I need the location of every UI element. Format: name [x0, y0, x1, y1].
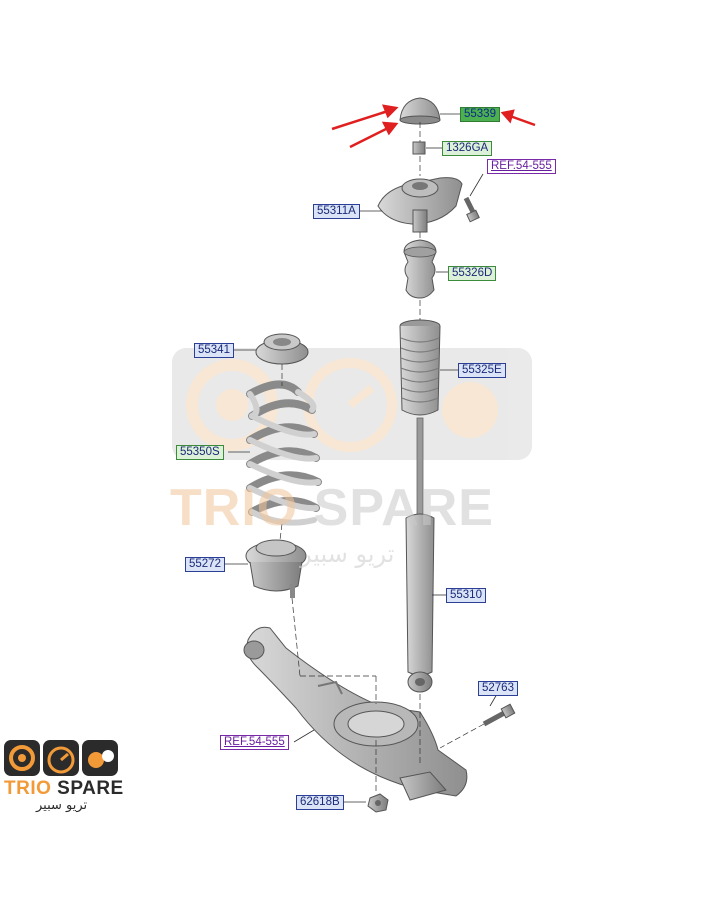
trio-spare-logo-icons [4, 740, 118, 776]
lower-spring-seat-part [245, 539, 307, 598]
red-arrows [331, 104, 536, 149]
shock-absorber-part [405, 417, 435, 693]
label-ref-bottom[interactable]: REF.54-555 [220, 735, 289, 750]
dust-boot-part [399, 319, 441, 416]
arm-bolt-part [482, 703, 516, 727]
nut-part [412, 141, 426, 155]
label-55326d[interactable]: 55326D [448, 266, 497, 281]
watermark-text: TRIO SPARE [170, 479, 494, 537]
leader-lines [224, 113, 498, 803]
strut-mount-part [377, 177, 463, 233]
label-55272[interactable]: 55272 [185, 557, 225, 572]
label-55325e[interactable]: 55325E [458, 363, 506, 378]
trio-spare-logo-arabic: تريو سبير [36, 798, 88, 813]
label-55339[interactable]: 55339 [460, 107, 500, 122]
label-55341[interactable]: 55341 [194, 343, 234, 358]
dust-cap-part [399, 97, 441, 125]
label-55311a[interactable]: 55311A [313, 204, 360, 219]
label-62618b[interactable]: 62618B [296, 795, 344, 810]
upper-spring-seat-part [255, 333, 309, 365]
mount-bolt-part [463, 196, 480, 223]
label-52763[interactable]: 52763 [478, 681, 518, 696]
label-ref-top[interactable]: REF.54-555 [487, 159, 556, 174]
bump-stop-part [403, 239, 437, 299]
watermark-arabic: تريو سبير [300, 540, 395, 568]
trio-spare-logo-text: TRIO SPARE [4, 778, 124, 799]
label-55310[interactable]: 55310 [446, 588, 486, 603]
label-1326ga[interactable]: 1326GA [442, 141, 493, 156]
arm-nut-part [367, 793, 389, 813]
lower-control-arm-part [243, 626, 468, 801]
center-lines [279, 122, 485, 792]
label-55350s[interactable]: 55350S [176, 445, 224, 460]
coil-spring-part [246, 380, 322, 526]
